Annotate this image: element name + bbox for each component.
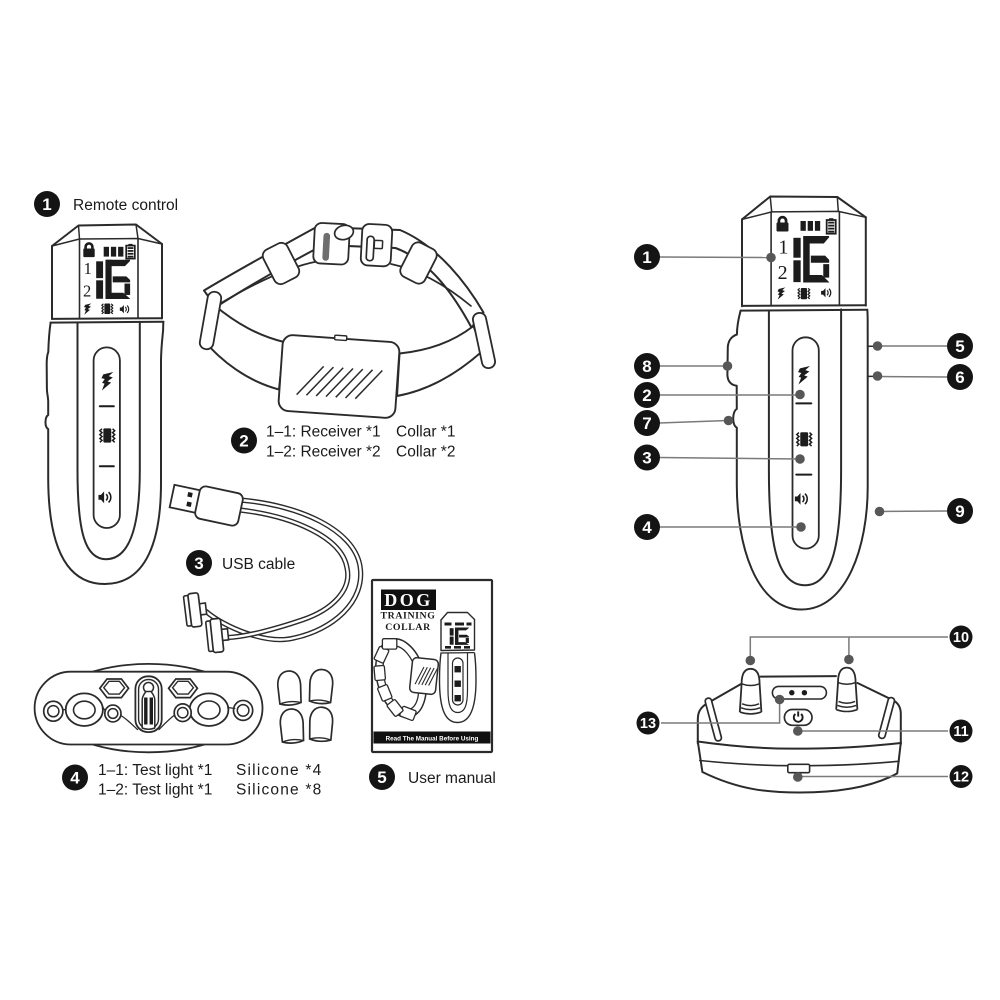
svg-text:6: 6 — [955, 368, 964, 387]
svg-text:2: 2 — [778, 262, 788, 284]
svg-text:1: 1 — [778, 237, 788, 259]
svg-text:Collar *1: Collar *1 — [396, 424, 455, 441]
svg-text:8: 8 — [642, 357, 651, 376]
svg-text:Collar *2: Collar *2 — [396, 444, 455, 461]
svg-text:Silicone *8: Silicone *8 — [236, 782, 322, 799]
svg-text:USB cable: USB cable — [222, 556, 295, 573]
svg-text:3: 3 — [194, 554, 203, 573]
svg-text:1–2: Receiver *2: 1–2: Receiver *2 — [266, 444, 381, 461]
svg-text:7: 7 — [642, 414, 651, 433]
svg-text:1–1: Receiver *1: 1–1: Receiver *1 — [266, 424, 381, 441]
svg-text:3: 3 — [642, 449, 651, 468]
svg-text:Read The Manual Before Using: Read The Manual Before Using — [386, 736, 479, 743]
svg-text:User manual: User manual — [408, 770, 496, 787]
svg-text:1–2: Test light *1: 1–2: Test light *1 — [98, 782, 212, 799]
svg-text:12: 12 — [953, 770, 969, 786]
svg-text:11: 11 — [953, 724, 968, 740]
svg-text:Remote control: Remote control — [73, 197, 178, 214]
svg-text:4: 4 — [642, 518, 652, 537]
svg-text:5: 5 — [955, 337, 964, 356]
svg-text:5: 5 — [377, 768, 386, 787]
svg-text:Silicone *4: Silicone *4 — [236, 762, 322, 779]
svg-text:10: 10 — [953, 630, 969, 646]
svg-text:2: 2 — [239, 432, 248, 451]
svg-text:1–1: Test light *1: 1–1: Test light *1 — [98, 762, 212, 779]
svg-text:1: 1 — [642, 248, 651, 267]
svg-text:13: 13 — [640, 716, 656, 732]
svg-text:2: 2 — [83, 281, 91, 300]
svg-text:1: 1 — [84, 259, 92, 278]
svg-text:4: 4 — [70, 769, 80, 788]
svg-text:2: 2 — [642, 386, 651, 405]
svg-text:COLLAR: COLLAR — [385, 622, 431, 633]
svg-text:9: 9 — [955, 502, 964, 521]
svg-text:DOG: DOG — [384, 590, 433, 610]
svg-text:1: 1 — [42, 195, 51, 214]
svg-text:TRAINING: TRAINING — [381, 611, 436, 622]
